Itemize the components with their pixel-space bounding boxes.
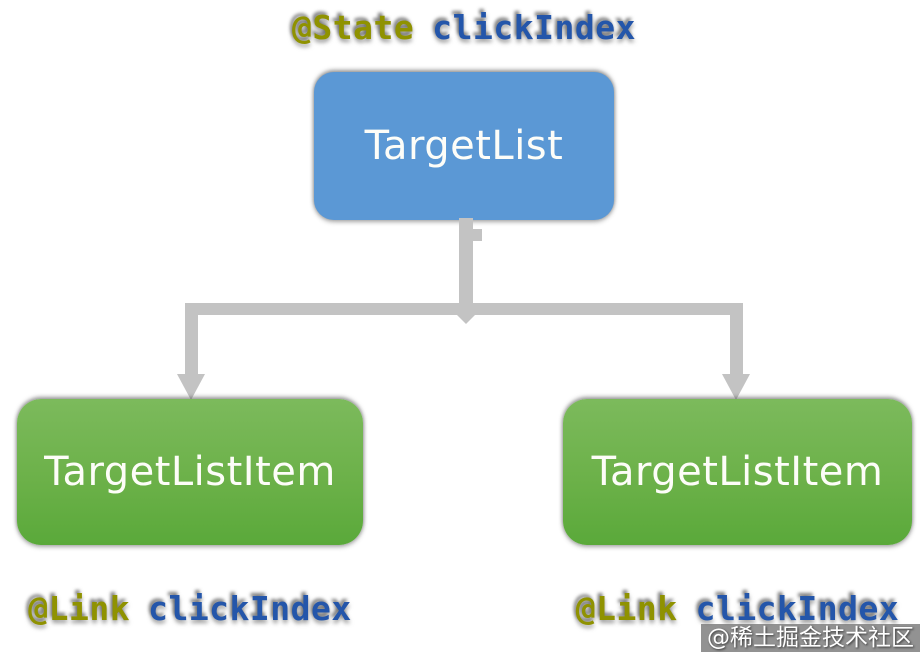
link-right-variable-name: clickIndex [695, 589, 900, 628]
watermark: @稀土掘金技术社区 [701, 624, 920, 652]
arrowhead-left-icon [177, 374, 205, 400]
link-right-decorator-keyword: @Link [575, 589, 678, 628]
state-variable-name: clickIndex [432, 8, 636, 47]
connector-center-tab [473, 229, 482, 241]
state-annotation: @State clickIndex [139, 8, 789, 47]
node-targetlistitem-right-label: TargetListItem [591, 449, 884, 495]
connector-right-vertical [730, 314, 743, 376]
connector-center-vertical [459, 218, 473, 315]
link-annotation-left: @Link clickIndex [17, 589, 363, 628]
state-decorator-keyword: @State [292, 8, 415, 47]
node-targetlistitem-left: TargetListItem [17, 399, 363, 545]
link-left-variable-name: clickIndex [148, 589, 352, 628]
link-left-decorator-keyword: @Link [28, 589, 131, 628]
node-targetlistitem-right: TargetListItem [563, 399, 912, 545]
connector-left-vertical [185, 314, 198, 376]
node-targetlist-label: TargetList [364, 123, 564, 169]
arrowhead-right-icon [722, 374, 750, 400]
link-annotation-right: @Link clickIndex [563, 589, 912, 628]
connector-horizontal [185, 303, 743, 315]
node-targetlist: TargetList [314, 72, 614, 220]
node-targetlistitem-left-label: TargetListItem [44, 449, 336, 495]
connector-center-tip [457, 315, 475, 324]
